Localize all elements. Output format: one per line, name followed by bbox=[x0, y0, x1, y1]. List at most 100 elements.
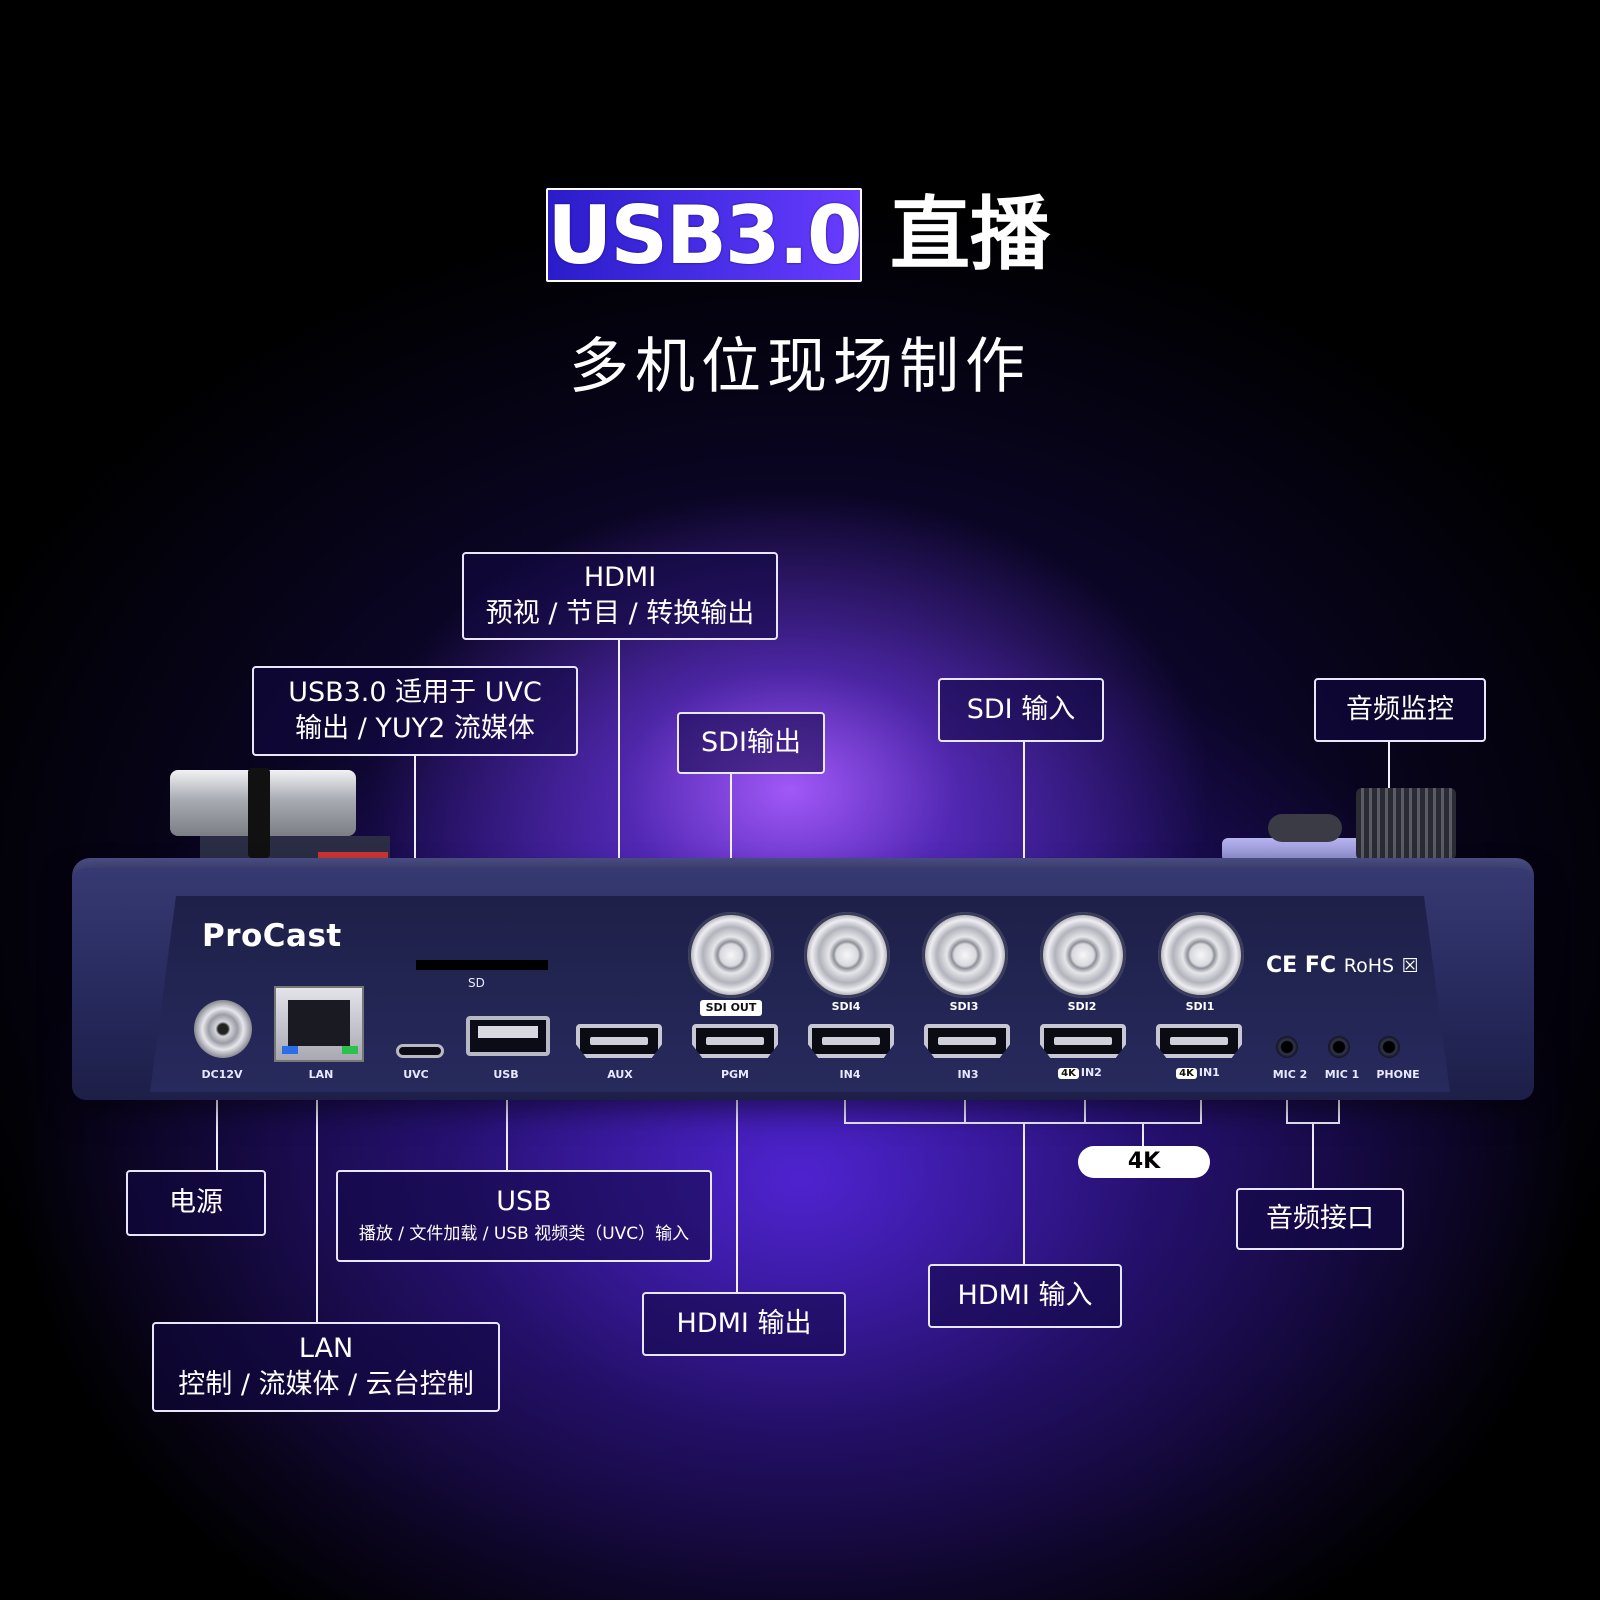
mic1-jack bbox=[1328, 1036, 1350, 1058]
connector-hdmi-in4 bbox=[844, 1086, 846, 1124]
tbar-indicator bbox=[318, 852, 388, 860]
connector-audio-trunk bbox=[1312, 1122, 1314, 1188]
page-title: 直播 bbox=[890, 188, 1050, 281]
label-usb30-line1: USB3.0 适用于 UVC bbox=[288, 677, 542, 708]
connector-lan bbox=[316, 1086, 318, 1322]
certification-marks: CE FC RoHS ☒ bbox=[1266, 953, 1419, 978]
label-sdi-input-text: SDI 输入 bbox=[966, 694, 1076, 725]
label-sdi-output: SDI输出 bbox=[677, 712, 825, 774]
label-hdmi-output: HDMI 输出 bbox=[642, 1292, 846, 1356]
label-hdmi-input-text: HDMI 输入 bbox=[957, 1280, 1093, 1311]
lan-led-blue bbox=[282, 1046, 298, 1054]
rohs-mark: RoHS bbox=[1343, 955, 1395, 977]
lan-led-green bbox=[342, 1046, 358, 1054]
hdmi-aux-port bbox=[576, 1024, 662, 1058]
bnc-sdi3 bbox=[922, 912, 1008, 998]
hdmi-in2-port bbox=[1040, 1024, 1126, 1058]
brand-logo: ProCast bbox=[202, 918, 342, 954]
connector-hdmi-preview bbox=[618, 638, 620, 1018]
label-usb30: USB3.0 适用于 UVC 输出 / YUY2 流媒体 bbox=[252, 666, 578, 756]
port-label-aux: AUX bbox=[607, 1068, 633, 1081]
bnc-sdi2 bbox=[1040, 912, 1126, 998]
port-label-in2: IN2 bbox=[1080, 1066, 1102, 1079]
weee-bin-icon: ☒ bbox=[1401, 955, 1419, 977]
label-audio-interface-text: 音频接口 bbox=[1266, 1203, 1374, 1234]
bnc-sdi-out bbox=[688, 912, 774, 998]
connector-power bbox=[216, 1086, 218, 1170]
label-audio-monitor-text: 音频监控 bbox=[1346, 694, 1454, 725]
connector-sdi-input-trunk bbox=[1023, 741, 1025, 871]
usb-a-port bbox=[466, 1016, 550, 1056]
connector-4k bbox=[1142, 1122, 1144, 1148]
port-label-mic1: MIC 1 bbox=[1324, 1068, 1360, 1081]
4k-badge-in2: 4K bbox=[1058, 1068, 1079, 1079]
label-audio-monitor: 音频监控 bbox=[1314, 678, 1486, 742]
sd-card-slot bbox=[416, 960, 548, 970]
bnc-sdi1 bbox=[1158, 912, 1244, 998]
connector-mic2 bbox=[1286, 1086, 1288, 1124]
label-lan: LAN 控制 / 流媒体 / 云台控制 bbox=[152, 1322, 500, 1412]
port-label-phone: PHONE bbox=[1376, 1068, 1420, 1081]
port-label-in4: IN4 bbox=[839, 1068, 861, 1081]
hdmi-in4-port bbox=[808, 1024, 894, 1058]
port-label-mic2: MIC 2 bbox=[1272, 1068, 1308, 1081]
page-subtitle: 多机位现场制作 bbox=[569, 332, 1031, 402]
connector-hdmi-in1 bbox=[1200, 1086, 1202, 1124]
sdi4-tag: SDI4 bbox=[831, 1000, 861, 1013]
label-usb: USB 播放 / 文件加载 / USB 视频类（UVC）输入 bbox=[336, 1170, 712, 1262]
usb30-badge: USB3.0 bbox=[546, 188, 863, 282]
connector-hdmi-output bbox=[736, 1086, 738, 1292]
badge-4k: 4K bbox=[1078, 1146, 1210, 1178]
title-row: USB3.0 直播 bbox=[0, 188, 1600, 284]
port-label-lan: LAN bbox=[308, 1068, 334, 1081]
usb30-badge-text: USB3.0 bbox=[547, 188, 862, 282]
connector-mic1 bbox=[1338, 1086, 1340, 1124]
joystick bbox=[1268, 814, 1342, 842]
hdmi-in1-port bbox=[1156, 1024, 1242, 1058]
phone-jack bbox=[1378, 1036, 1400, 1058]
label-lan-desc: 控制 / 流媒体 / 云台控制 bbox=[178, 1369, 474, 1400]
label-hdmi-input: HDMI 输入 bbox=[928, 1264, 1122, 1328]
connector-hdmi-in2 bbox=[1084, 1086, 1086, 1124]
connector-hdmi-in3 bbox=[964, 1086, 966, 1124]
control-knobs bbox=[1356, 788, 1456, 860]
connector-usb bbox=[506, 1086, 508, 1170]
lan-port-socket bbox=[288, 1000, 350, 1046]
port-label-pgm: PGM bbox=[720, 1068, 750, 1081]
sdi3-tag: SDI3 bbox=[949, 1000, 979, 1013]
port-label-usb: USB bbox=[493, 1068, 519, 1081]
fc-mark: FC bbox=[1304, 953, 1337, 978]
sdi1-tag: SDI1 bbox=[1185, 1000, 1215, 1013]
connector-sdi-output bbox=[730, 774, 732, 918]
hdmi-in3-port bbox=[924, 1024, 1010, 1058]
bnc-sdi4 bbox=[804, 912, 890, 998]
usb-c-port bbox=[396, 1044, 444, 1058]
label-hdmi-preview: HDMI 预视 / 节目 / 转换输出 bbox=[462, 552, 778, 640]
label-lan-title: LAN bbox=[298, 1333, 354, 1364]
dc-power-jack bbox=[194, 1000, 252, 1058]
label-power: 电源 bbox=[126, 1170, 266, 1236]
sd-label: SD bbox=[468, 976, 485, 990]
label-audio-interface: 音频接口 bbox=[1236, 1188, 1404, 1250]
label-power-text: 电源 bbox=[169, 1187, 223, 1218]
4k-badge-in1: 4K bbox=[1176, 1068, 1197, 1079]
label-hdmi-preview-desc: 预视 / 节目 / 转换输出 bbox=[485, 598, 755, 629]
label-hdmi-preview-title: HDMI bbox=[583, 562, 657, 593]
sdi-out-tag: SDI OUT bbox=[700, 1000, 762, 1016]
mic2-jack bbox=[1276, 1036, 1298, 1058]
tbar-grip bbox=[248, 768, 270, 858]
connector-hdmi-input-trunk bbox=[1023, 1122, 1025, 1266]
label-hdmi-output-text: HDMI 输出 bbox=[676, 1308, 812, 1339]
ce-mark: CE bbox=[1266, 953, 1298, 978]
port-label-in1: IN1 bbox=[1198, 1066, 1220, 1079]
label-sdi-output-text: SDI输出 bbox=[701, 727, 801, 758]
label-usb30-line2: 输出 / YUY2 流媒体 bbox=[295, 713, 535, 744]
port-label-dc: DC12V bbox=[201, 1068, 243, 1081]
label-usb-title: USB bbox=[496, 1186, 552, 1217]
label-usb-desc: 播放 / 文件加载 / USB 视频类（UVC）输入 bbox=[358, 1224, 690, 1244]
label-sdi-input: SDI 输入 bbox=[938, 678, 1104, 742]
hdmi-pgm-port bbox=[692, 1024, 778, 1058]
sdi2-tag: SDI2 bbox=[1067, 1000, 1097, 1013]
